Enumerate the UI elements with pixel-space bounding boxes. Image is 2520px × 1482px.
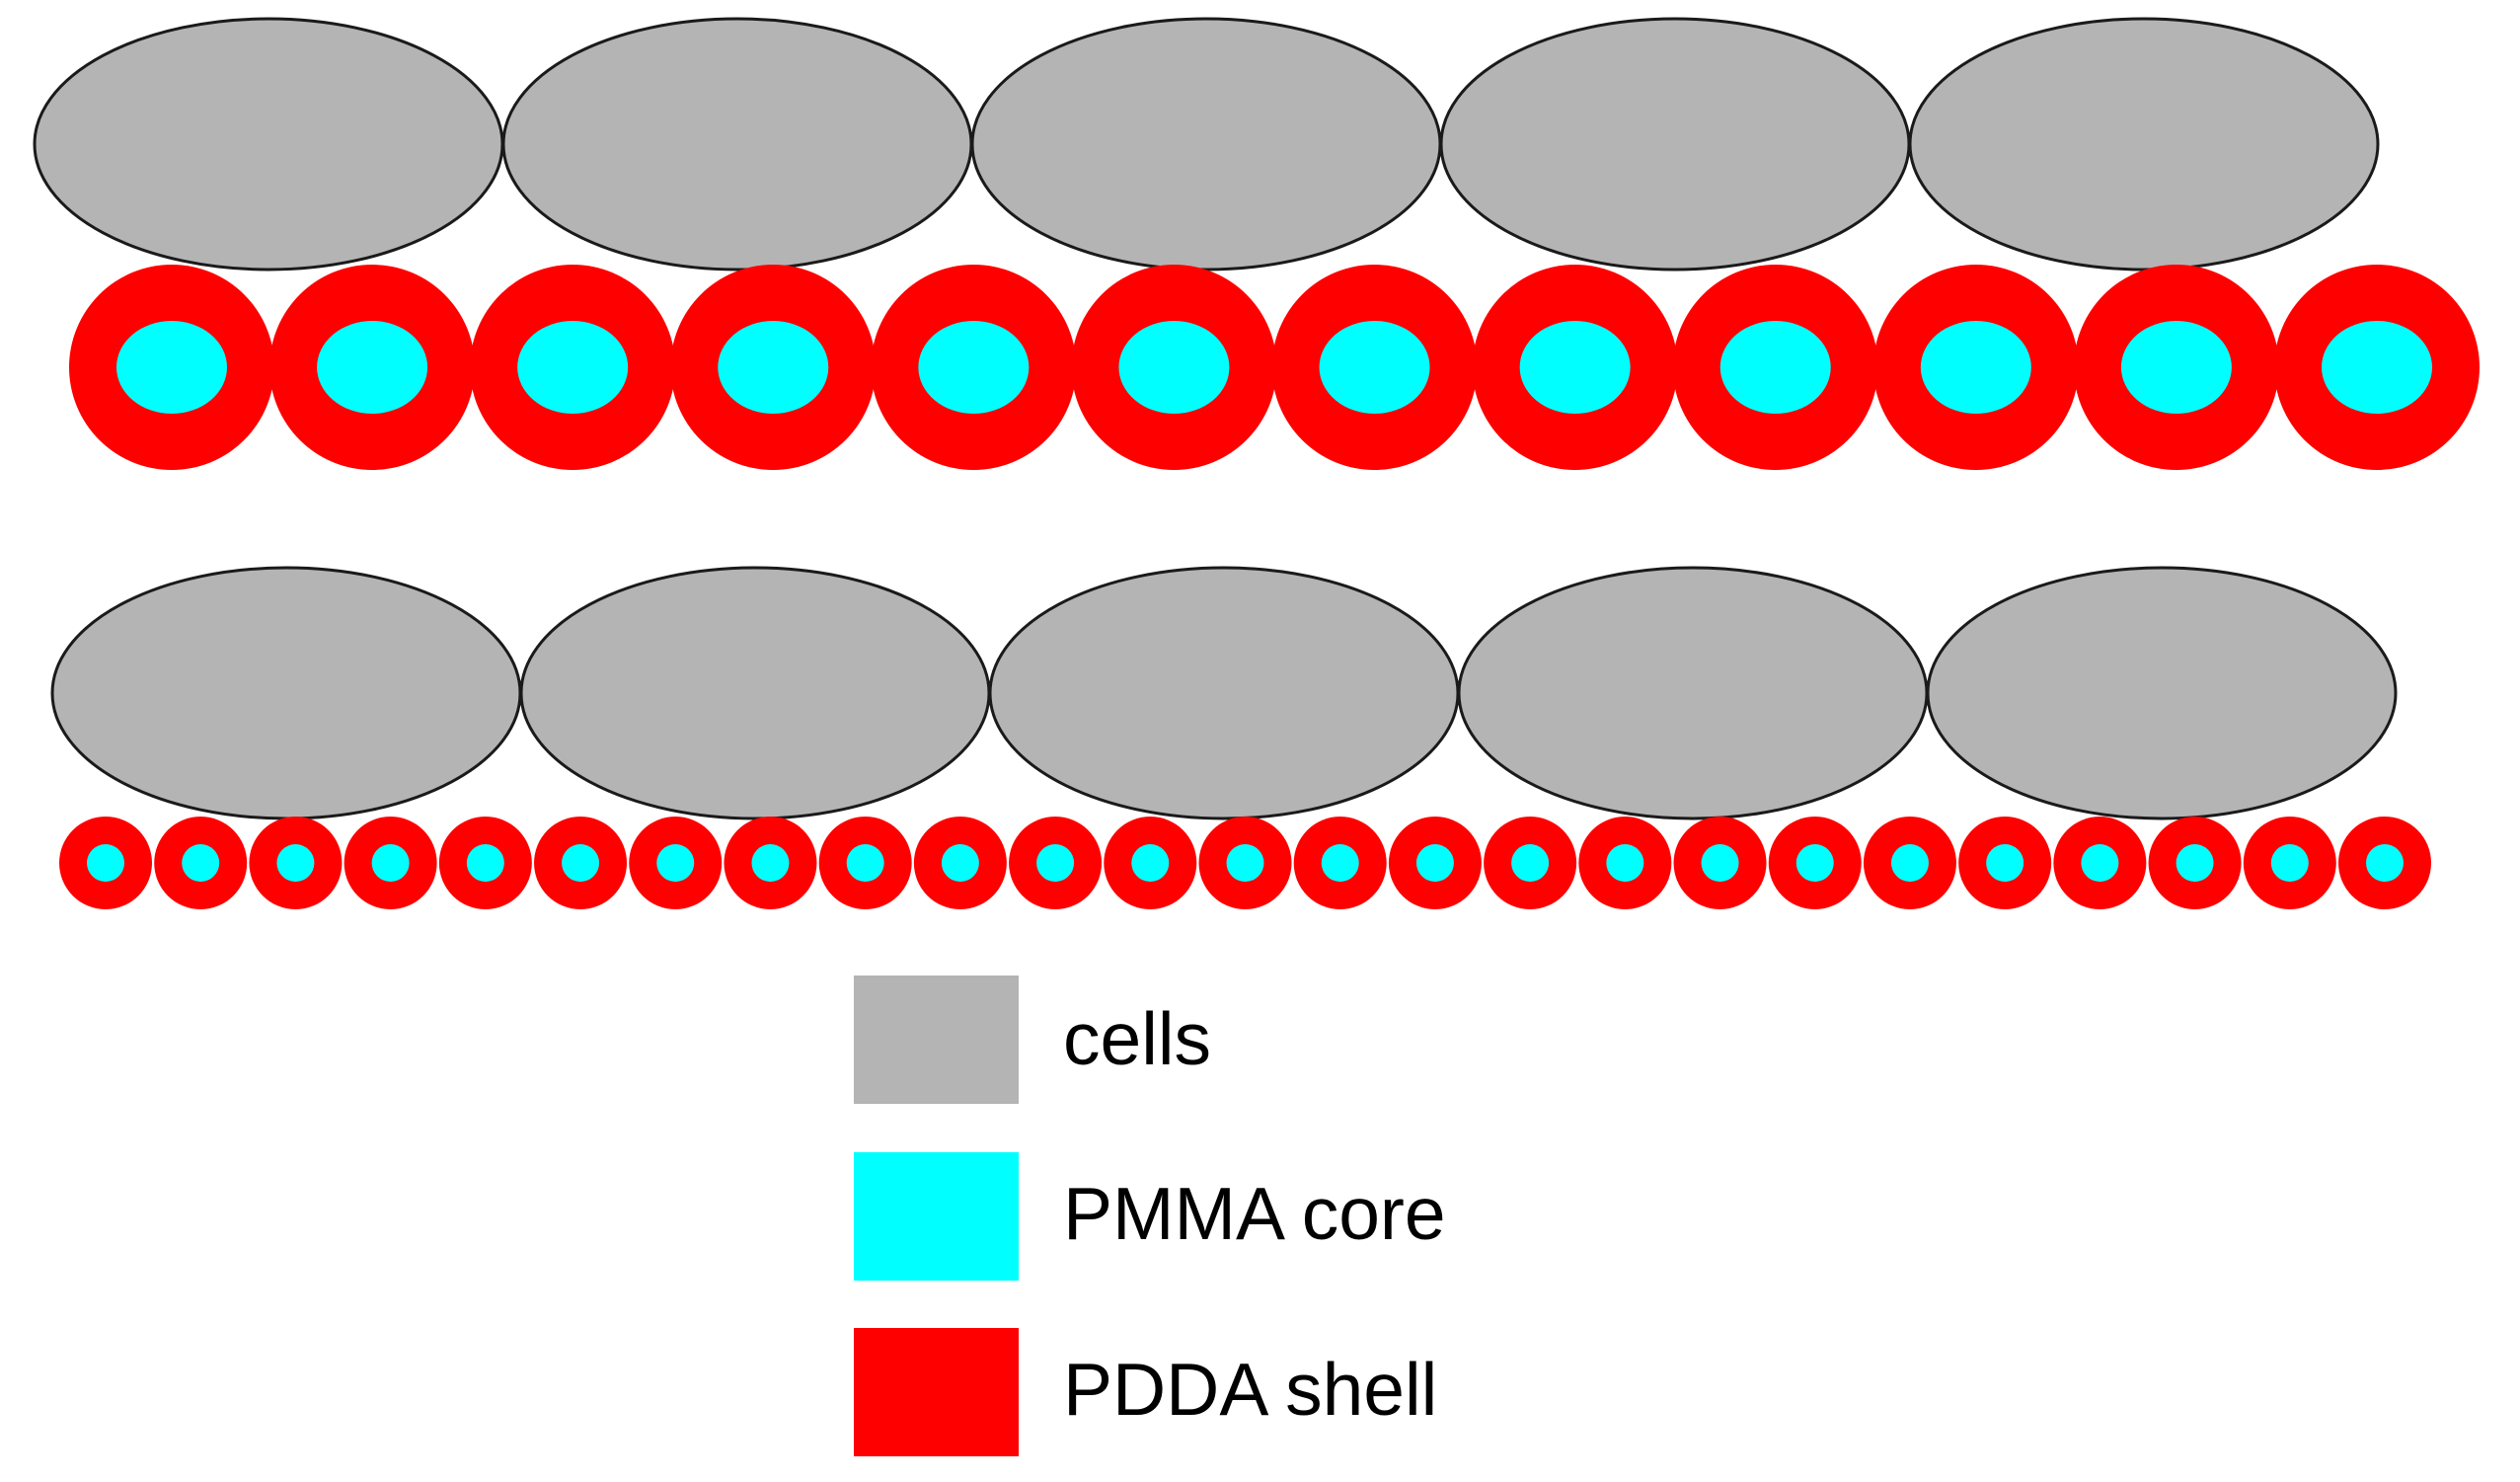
pmma-core bbox=[1795, 844, 1834, 882]
core-shell-particle bbox=[249, 817, 343, 909]
cell bbox=[519, 566, 991, 820]
pmma-core bbox=[941, 844, 979, 882]
legend-swatch-pdda-shell bbox=[854, 1328, 1019, 1456]
pmma-core bbox=[918, 321, 1030, 414]
legend-swatch-pmma-core bbox=[854, 1152, 1019, 1281]
core-shell-particle bbox=[2274, 265, 2480, 470]
core-shell-particle bbox=[1198, 817, 1292, 909]
legend: cells PMMA core PDDA shell bbox=[854, 975, 1446, 1456]
pmma-core bbox=[2366, 844, 2404, 882]
cell bbox=[1926, 566, 2398, 820]
pmma-core bbox=[87, 844, 124, 882]
pmma-core bbox=[1131, 844, 1170, 882]
core-shell-particle bbox=[1009, 817, 1103, 909]
pmma-core bbox=[1321, 844, 1359, 882]
core-shell-particle bbox=[2073, 265, 2279, 470]
pmma-core bbox=[276, 844, 315, 882]
pmma-core bbox=[562, 844, 600, 882]
pmma-core bbox=[751, 844, 790, 882]
row-1-particles bbox=[69, 265, 2480, 470]
core-shell-particle bbox=[2338, 817, 2431, 909]
core-shell-particle bbox=[1293, 817, 1387, 909]
pmma-core bbox=[1986, 844, 2024, 882]
pmma-core bbox=[846, 844, 884, 882]
legend-label-pmma-core: PMMA core bbox=[1063, 1172, 1446, 1255]
pmma-core bbox=[2270, 844, 2309, 882]
core-shell-particle bbox=[1768, 817, 1862, 909]
legend-label-pdda-shell: PDDA shell bbox=[1063, 1348, 1437, 1431]
pmma-core bbox=[1511, 844, 1550, 882]
core-shell-particle bbox=[1071, 265, 1277, 470]
core-shell-particle bbox=[670, 265, 877, 470]
cell bbox=[988, 566, 1460, 820]
core-shell-particle bbox=[1672, 265, 1878, 470]
cell bbox=[1439, 17, 1911, 272]
pmma-core bbox=[517, 321, 629, 414]
core-shell-particle bbox=[1863, 817, 1956, 909]
core-shell-particle bbox=[269, 265, 476, 470]
core-shell-particle bbox=[913, 817, 1007, 909]
core-shell-particle bbox=[629, 817, 723, 909]
row-2-cells bbox=[50, 566, 2398, 820]
core-shell-particle bbox=[438, 817, 532, 909]
pmma-core bbox=[718, 321, 829, 414]
core-shell-particle bbox=[1271, 265, 1478, 470]
pmma-core bbox=[466, 844, 504, 882]
pmma-core bbox=[2120, 321, 2232, 414]
core-shell-particle bbox=[871, 265, 1077, 470]
core-shell-particle bbox=[1388, 817, 1482, 909]
pmma-core bbox=[1920, 321, 2031, 414]
pmma-core bbox=[1890, 844, 1929, 882]
pmma-core bbox=[2081, 844, 2119, 882]
legend-swatch-cells bbox=[854, 975, 1019, 1104]
core-shell-particle bbox=[1958, 817, 2052, 909]
core-shell-particle bbox=[1104, 817, 1197, 909]
core-shell-particle bbox=[1472, 265, 1678, 470]
core-shell-particle bbox=[1872, 265, 2079, 470]
core-shell-particle bbox=[1578, 817, 1672, 909]
core-shell-particle bbox=[534, 817, 628, 909]
cell bbox=[33, 17, 504, 272]
row-2-particles bbox=[59, 817, 2431, 909]
cell bbox=[1908, 17, 2380, 272]
pmma-core bbox=[1519, 321, 1631, 414]
core-shell-particle bbox=[154, 817, 248, 909]
pmma-core bbox=[116, 321, 227, 414]
pmma-core bbox=[1118, 321, 1230, 414]
core-shell-particle bbox=[818, 817, 912, 909]
pmma-core bbox=[1319, 321, 1430, 414]
pmma-core bbox=[1719, 321, 1831, 414]
core-shell-particle bbox=[724, 817, 817, 909]
core-shell-particle bbox=[2243, 817, 2336, 909]
legend-label-cells: cells bbox=[1063, 997, 1211, 1080]
core-shell-particle bbox=[344, 817, 437, 909]
core-shell-particle bbox=[2053, 817, 2147, 909]
pmma-core bbox=[1226, 844, 1264, 882]
core-shell-particle bbox=[470, 265, 676, 470]
core-shell-particle bbox=[59, 817, 152, 909]
pmma-core bbox=[656, 844, 695, 882]
pmma-core bbox=[2176, 844, 2214, 882]
cell bbox=[1457, 566, 1929, 820]
cell bbox=[50, 566, 522, 820]
cell bbox=[970, 17, 1442, 272]
pmma-core bbox=[182, 844, 220, 882]
core-shell-particle bbox=[2148, 817, 2242, 909]
pmma-core bbox=[1415, 844, 1454, 882]
pmma-core bbox=[1606, 844, 1644, 882]
pmma-core bbox=[371, 844, 410, 882]
pmma-core bbox=[1036, 844, 1075, 882]
pmma-core bbox=[317, 321, 428, 414]
pmma-core bbox=[1701, 844, 1739, 882]
row-1-cells bbox=[33, 17, 2380, 272]
cell bbox=[501, 17, 973, 272]
core-shell-particle bbox=[1484, 817, 1577, 909]
pmma-core bbox=[2322, 321, 2432, 414]
core-shell-particle bbox=[69, 265, 274, 470]
core-shell-particle bbox=[1673, 817, 1767, 909]
